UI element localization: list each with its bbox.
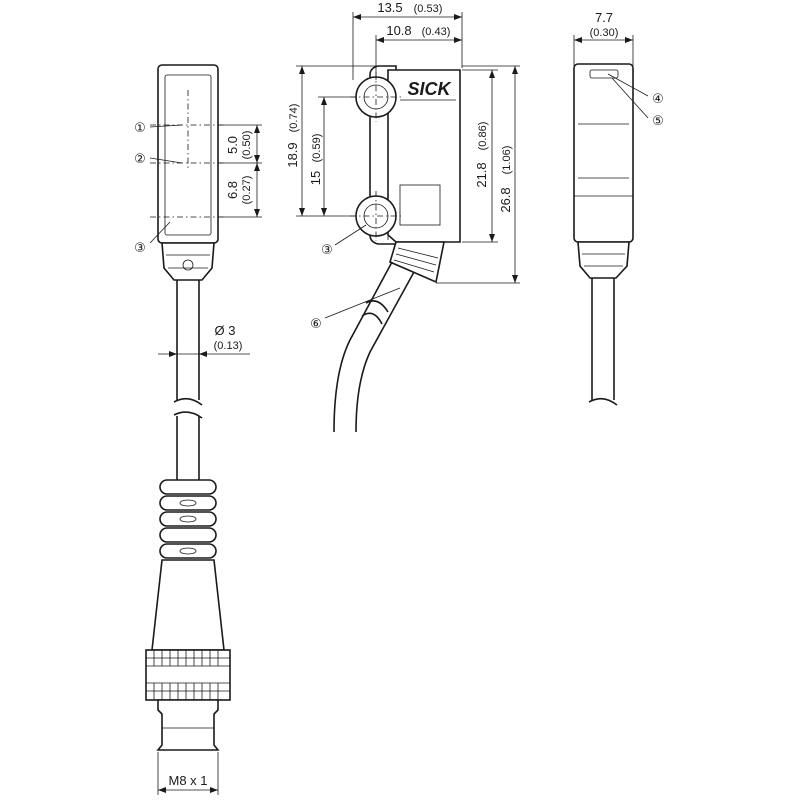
connector-body <box>151 559 225 651</box>
dim-height-total: 26.8 <box>498 187 513 212</box>
front-view-dimensions: 5.0 (0.50) 6.8 (0.27) Ø 3 (0.13) M8 x 1 <box>157 124 262 795</box>
front-view <box>145 64 231 751</box>
dim-width-body-in: (0.43) <box>422 26 451 38</box>
edge-cable-gland <box>577 241 630 279</box>
connector-pin-end <box>156 699 220 751</box>
dim-axis-lower-in: (0.27) <box>241 176 253 205</box>
front-view-callouts: ① ② ③ <box>134 120 183 255</box>
callout-5: ⑤ <box>652 113 664 128</box>
dim-width-total: 13.5 <box>377 0 402 15</box>
side-view: SICK <box>333 65 461 433</box>
callout-1: ① <box>134 120 146 135</box>
dim-height-body-in: (0.86) <box>477 122 489 151</box>
dim-cable-dia: Ø 3 <box>215 323 236 338</box>
dim-connector-thread: M8 x 1 <box>168 773 207 788</box>
dim-cable-dia-in: (0.13) <box>214 340 243 352</box>
edge-view-callouts: ④ ⑤ <box>607 73 664 128</box>
dim-axis-upper-in: (0.50) <box>241 131 253 160</box>
dim-height-total-in: (1.06) <box>501 146 513 175</box>
dim-hole-outer-in: (0.74) <box>288 104 300 133</box>
cable-gland <box>161 242 215 281</box>
callout-2: ② <box>134 151 146 166</box>
edge-view <box>573 63 634 406</box>
callout-3-front: ③ <box>134 240 146 255</box>
dim-axis-lower: 6.8 <box>225 181 240 199</box>
dim-depth-in: (0.30) <box>590 27 619 39</box>
dim-height-body: 21.8 <box>474 162 489 187</box>
dim-width-body: 10.8 <box>386 23 411 38</box>
dim-depth: 7.7 <box>595 10 613 25</box>
knurled-nut <box>145 649 231 701</box>
indicator-window <box>399 184 441 226</box>
side-view-callouts: ③ ⑥ <box>310 224 401 331</box>
edge-view-dimensions: 7.7 (0.30) <box>573 10 634 66</box>
mounting-hole-upper <box>355 76 397 118</box>
dim-hole-inner: 15 <box>308 171 323 185</box>
dim-hole-inner-in: (0.59) <box>311 134 323 163</box>
callout-3-side: ③ <box>321 242 333 257</box>
side-view-dimensions: 13.5 (0.53) 10.8 (0.43) 18.9 (0.74) 15 (… <box>285 0 520 284</box>
callout-4: ④ <box>652 91 664 106</box>
edge-housing <box>573 63 634 243</box>
callout-6: ⑥ <box>310 316 322 331</box>
dim-axis-upper: 5.0 <box>225 136 240 154</box>
side-cable-gland <box>389 241 445 284</box>
dim-width-total-in: (0.53) <box>414 3 443 15</box>
mounting-hole-lower <box>355 195 397 237</box>
dim-hole-outer: 18.9 <box>285 142 300 167</box>
brand-logo: SICK <box>407 79 452 99</box>
